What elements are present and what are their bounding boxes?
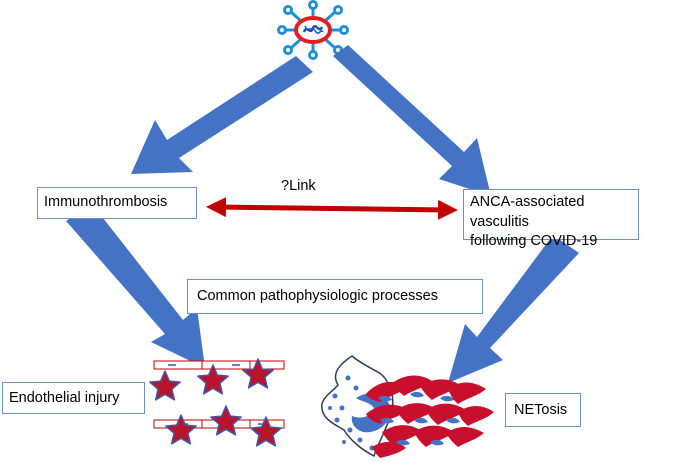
immunothrombosis-box: Immunothrombosis <box>37 187 197 219</box>
link-label: ?Link <box>281 178 316 194</box>
arrow-virus-to-anca-vasculitis <box>333 45 491 196</box>
endothelial-injury-label: Endothelial injury <box>9 390 120 406</box>
link-double-arrow <box>206 197 458 220</box>
anca-label-line2: following COVID-19 <box>470 233 598 250</box>
netosis-label: NETosis <box>514 402 568 418</box>
endothelial-injury-box: Endothelial injury <box>2 382 145 414</box>
immunothrombosis-label: Immunothrombosis <box>44 194 168 210</box>
sars-cov-2-virus-icon <box>277 0 349 60</box>
common-processes-label: Common pathophysiologic processes <box>197 288 438 304</box>
damaged-endothelium-icon <box>149 358 285 447</box>
netosis-box: NETosis <box>505 393 581 427</box>
arrow-immunothrombosis-to-endothelial <box>66 204 205 368</box>
neutrophil-extracellular-trap-icon <box>321 355 494 458</box>
anca-label-line1: ANCA-associated vasculitis <box>470 194 585 230</box>
anca-vasculitis-box: ANCA-associated vasculitis following COV… <box>463 189 639 249</box>
common-processes-box: Common pathophysiologic processes <box>187 279 483 314</box>
arrow-virus-to-immunothrombosis <box>131 56 313 174</box>
arrow-anca-to-netosis <box>448 235 579 383</box>
